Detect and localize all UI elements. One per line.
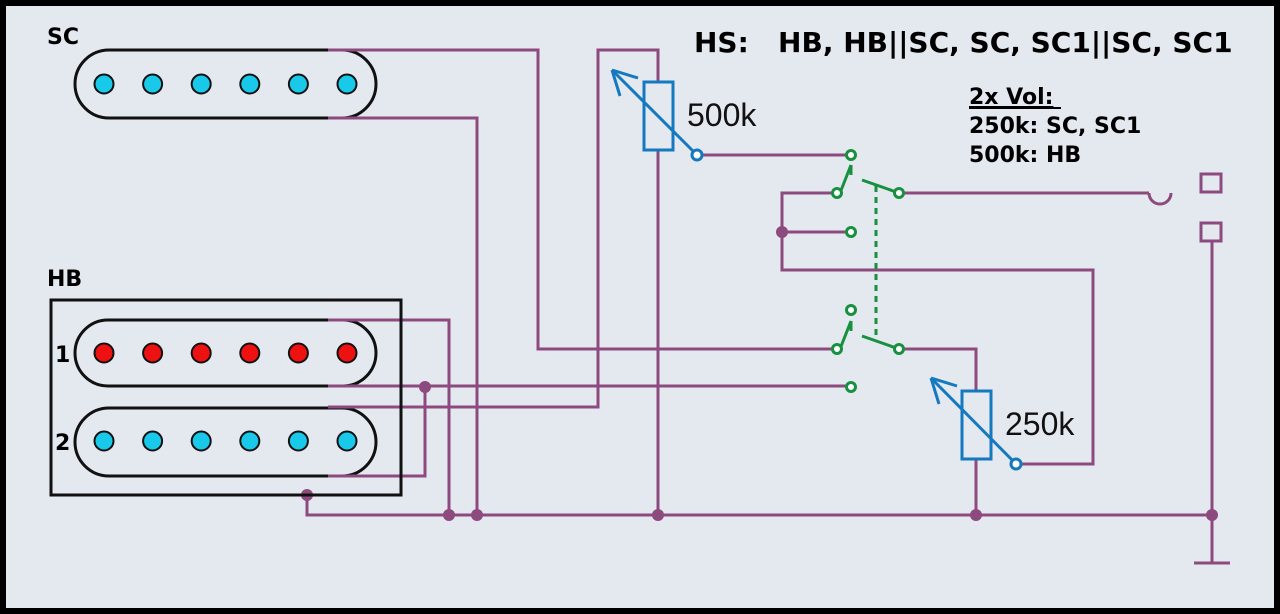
hb-coil2-pole-pieces: [93, 430, 358, 452]
ground-bus-wire: [305, 495, 1212, 517]
pole-piece: [287, 73, 309, 95]
switch-upper-arm: [861, 178, 900, 195]
pot1-wiper-terminal: [690, 148, 704, 162]
pole-piece: [336, 73, 358, 95]
switch-bridge-wire: [780, 191, 1095, 466]
pole-piece: [93, 73, 115, 95]
pole-piece: [239, 73, 261, 95]
pot-500k: 500k: [610, 68, 757, 162]
junction-dot: [419, 381, 431, 393]
pole-piece: [142, 73, 164, 95]
pot2-input-wire: [899, 347, 978, 391]
selector-switch: [831, 149, 905, 393]
wires: [305, 48, 1230, 565]
pole-piece: [190, 342, 212, 364]
pole-piece: [142, 342, 164, 364]
hb-coil1-body: [73, 318, 378, 388]
pole-piece: [239, 342, 261, 364]
pickup-leads: [328, 48, 360, 478]
switch-terminal: [845, 226, 857, 238]
pot1-body: [642, 80, 675, 152]
junction-dot: [970, 509, 982, 521]
switch-terminal: [845, 149, 857, 161]
pot2-wiper-terminal: [1009, 457, 1023, 471]
switch-lower-blade: [838, 320, 853, 350]
hb-coil-link-wire: [356, 386, 427, 478]
pole-piece: [287, 342, 309, 364]
sc-label: SC: [47, 25, 79, 50]
pot1-value: 500k: [687, 97, 757, 133]
pole-piece: [190, 73, 212, 95]
pole-piece: [190, 430, 212, 452]
pot-250k: 250k: [929, 376, 1075, 471]
hb-coil1-pole-pieces: [93, 342, 358, 364]
pot2-wiper-arrow: [929, 376, 1018, 466]
junction-dot: [443, 509, 455, 521]
notes-block: 2x Vol: 250k: SC, SC1 500k: HB: [969, 85, 1141, 168]
hb-pickup-frame: [49, 298, 403, 497]
pot1-arrow-head: [610, 68, 639, 97]
pole-piece: [142, 430, 164, 452]
pole-piece: [93, 430, 115, 452]
switch-terminal: [845, 381, 857, 393]
switch-terminal: [831, 187, 843, 199]
notes-heading: 2x Vol:: [969, 85, 1053, 110]
pole-piece: [336, 430, 358, 452]
switch-terminal: [893, 343, 905, 355]
switch-terminal: [831, 343, 843, 355]
sc-pole-pieces: [93, 73, 358, 95]
hb-coil1-ground-wire: [356, 318, 451, 515]
sc-pickup-body: [73, 48, 378, 120]
junction-dot: [776, 226, 788, 238]
pole-piece: [93, 342, 115, 364]
hb-label: HB: [47, 267, 82, 292]
sc-ground-wire: [356, 116, 479, 515]
pole-piece: [239, 430, 261, 452]
jack-tip-terminal: [1199, 172, 1223, 194]
hb-coil1-label: 1: [55, 343, 70, 368]
hb-pickup: HB 1 2: [47, 267, 403, 497]
jack-tip-hook: [1147, 192, 1173, 206]
hb-hot-wire: [356, 48, 660, 409]
pole-piece: [287, 430, 309, 452]
sc-pickup: SC: [47, 25, 378, 120]
switch-terminal: [893, 187, 905, 199]
junction-dot: [1206, 509, 1218, 521]
notes-line1: 250k: SC, SC1: [969, 114, 1141, 139]
pot2-value: 250k: [1005, 406, 1075, 442]
junction-dot: [471, 509, 483, 521]
sc-hot-wire: [356, 48, 837, 351]
pole-piece: [336, 342, 358, 364]
notes-line2: 500k: HB: [969, 143, 1081, 168]
output-jack: [1199, 172, 1223, 243]
pot2-arrow-head: [929, 376, 958, 405]
jack-sleeve-terminal: [1199, 221, 1223, 243]
pot2-body: [960, 389, 993, 461]
switch-upper-blade: [838, 164, 853, 194]
pot1-wiper-arrow: [610, 68, 699, 157]
switch-terminal: [845, 304, 857, 316]
switch-lower-arm: [861, 334, 900, 351]
junction-dot: [652, 509, 664, 521]
hb-coil2-label: 2: [55, 431, 70, 456]
diagram-title: HS: HB, HB||SC, SC, SC1||SC, SC1: [694, 26, 1233, 59]
hb-coil2-body: [73, 406, 378, 478]
